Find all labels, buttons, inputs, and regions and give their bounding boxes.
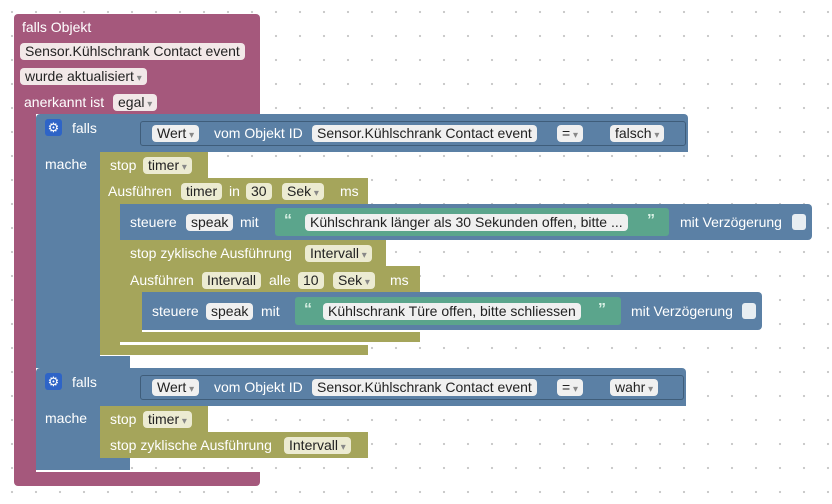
if2-mache-label: mache: [45, 410, 88, 426]
if2-falls-label: falls: [72, 374, 97, 390]
interval-exec-label: Ausführen: [130, 272, 194, 288]
timeout-in-label: in: [229, 183, 240, 199]
stop-interval-label: stop zyklische Ausführung: [110, 437, 272, 453]
stop-label: stop: [110, 157, 137, 173]
if-block-2-footer: [36, 458, 130, 470]
if1-value-dropdown[interactable]: Wert: [152, 125, 200, 142]
control2-target-field[interactable]: speak: [206, 303, 254, 320]
control1-delay-checkbox[interactable]: [792, 214, 806, 230]
control1-delay-label: mit Verzögerung: [680, 214, 782, 230]
trigger-ack-label: anerkannt ist: [24, 94, 105, 110]
stop-interval-dropdown[interactable]: Intervall: [305, 245, 372, 262]
if2-value-dropdown[interactable]: Wert: [152, 379, 200, 396]
interval-unit-dropdown[interactable]: Sek: [333, 272, 375, 289]
if2-operator-dropdown[interactable]: =: [557, 379, 583, 396]
gear-icon[interactable]: ⚙: [45, 119, 62, 136]
timeout-block-footer: [100, 345, 368, 355]
timeout-var-field[interactable]: timer: [181, 183, 223, 200]
control2-label: steuere: [152, 303, 199, 319]
if1-from-label: vom Objekt ID: [214, 125, 303, 141]
interval-block-footer: [120, 332, 420, 342]
stop-interval-label: stop zyklische Ausführung: [130, 245, 292, 261]
gear-icon[interactable]: ⚙: [45, 373, 62, 390]
timeout-delay-field[interactable]: 30: [246, 183, 272, 200]
trigger-block-spine: [14, 110, 36, 482]
if-block-1-footer: [36, 356, 130, 368]
if1-compare-dropdown[interactable]: falsch: [610, 125, 665, 142]
interval-block-spine: [120, 292, 142, 334]
if2-condition-slot: [140, 375, 684, 400]
if-block-2-spine: [36, 406, 100, 462]
control2-text-field[interactable]: Kühlschrank Türe offen, bitte schliessen: [323, 303, 581, 320]
trigger-block-footer: [14, 472, 260, 486]
control1-text-field[interactable]: Kühlschrank länger als 30 Sekunden offen…: [305, 214, 628, 231]
quote-open-icon: “: [284, 212, 292, 229]
if1-condition-slot: [140, 121, 686, 146]
trigger-ack-dropdown[interactable]: egal: [113, 94, 158, 111]
control1-target-field[interactable]: speak: [186, 214, 234, 231]
control1-label: steuere: [130, 214, 177, 230]
if1-mache-label: mache: [45, 156, 88, 172]
quote-close-icon: ”: [598, 301, 606, 318]
if2-from-label: vom Objekt ID: [214, 379, 303, 395]
quote-open-icon: “: [304, 301, 312, 318]
if1-operator-dropdown[interactable]: =: [557, 125, 583, 142]
trigger-mode-dropdown[interactable]: wurde aktualisiert: [20, 68, 147, 85]
control1-with-label: mit: [240, 214, 259, 230]
stop-timer-dropdown[interactable]: timer: [143, 411, 192, 428]
trigger-object-id-field[interactable]: Sensor.Kühlschrank Contact event: [20, 43, 245, 60]
if2-object-id-field[interactable]: Sensor.Kühlschrank Contact event: [312, 379, 537, 396]
timeout-block-spine: [100, 204, 120, 346]
interval-every-label: alle: [269, 272, 291, 288]
if1-object-id-field[interactable]: Sensor.Kühlschrank Contact event: [312, 125, 537, 142]
interval-ms-label: ms: [390, 272, 409, 288]
interval-var-field[interactable]: Intervall: [202, 272, 262, 289]
stop-interval-dropdown[interactable]: Intervall: [284, 437, 351, 454]
timeout-unit-dropdown[interactable]: Sek: [282, 183, 324, 200]
trigger-header: falls Objekt: [22, 19, 92, 35]
stop-timer-dropdown[interactable]: timer: [143, 157, 192, 174]
if-block-1-spine: [36, 152, 100, 366]
stop-label: stop: [110, 411, 137, 427]
interval-value-field[interactable]: 10: [298, 272, 324, 289]
if2-compare-dropdown[interactable]: wahr: [610, 379, 659, 396]
quote-close-icon: ”: [647, 212, 655, 229]
control2-delay-label: mit Verzögerung: [631, 303, 733, 319]
control2-with-label: mit: [261, 303, 280, 319]
control2-delay-checkbox[interactable]: [742, 303, 756, 319]
if1-falls-label: falls: [72, 120, 97, 136]
timeout-ms-label: ms: [340, 183, 359, 199]
timeout-exec-label: Ausführen: [108, 183, 172, 199]
